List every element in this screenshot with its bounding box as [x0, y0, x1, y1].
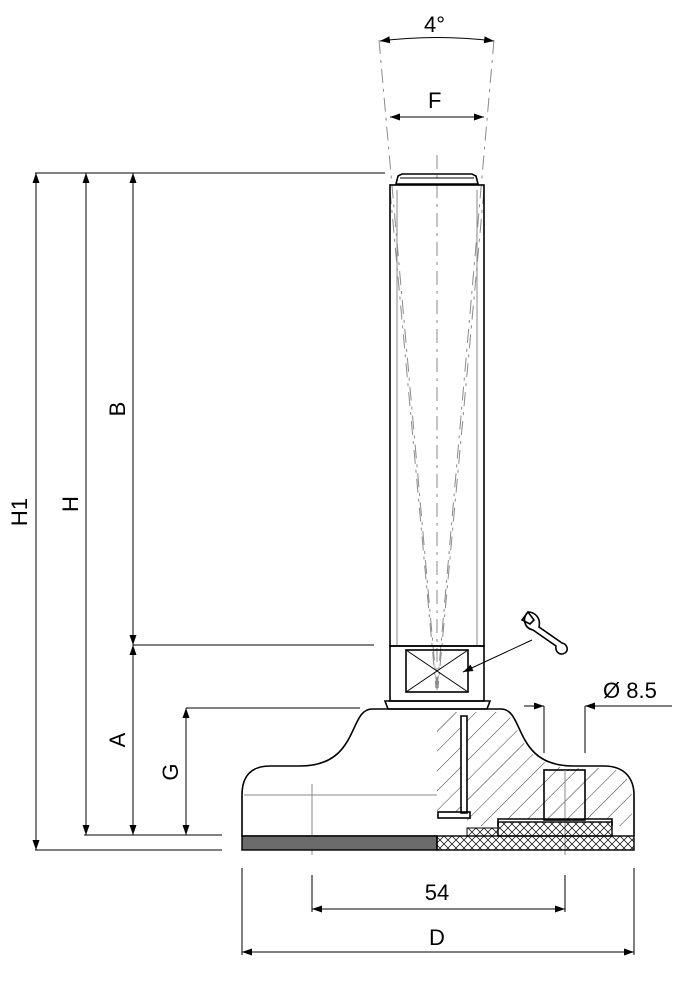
threaded-stud [383, 173, 492, 710]
g-label: G [158, 763, 183, 780]
base [241, 708, 635, 855]
a-label: A [105, 732, 130, 747]
horizontal-dimensions [242, 36, 672, 956]
wrench-icon [462, 610, 568, 673]
extension-lines [35, 172, 635, 955]
angle-label: 4° [424, 12, 445, 37]
vertical-dimensions [32, 173, 190, 850]
h1-label: H1 [7, 498, 32, 526]
diameter-label: D [429, 925, 445, 950]
angle-construction-lines [378, 39, 495, 691]
thread-label: F [428, 88, 441, 113]
b-label: B [105, 402, 130, 417]
spacing-label: 54 [425, 880, 449, 905]
h-label: H [58, 496, 83, 512]
hole-diameter-label: Ø 8.5 [603, 678, 657, 703]
